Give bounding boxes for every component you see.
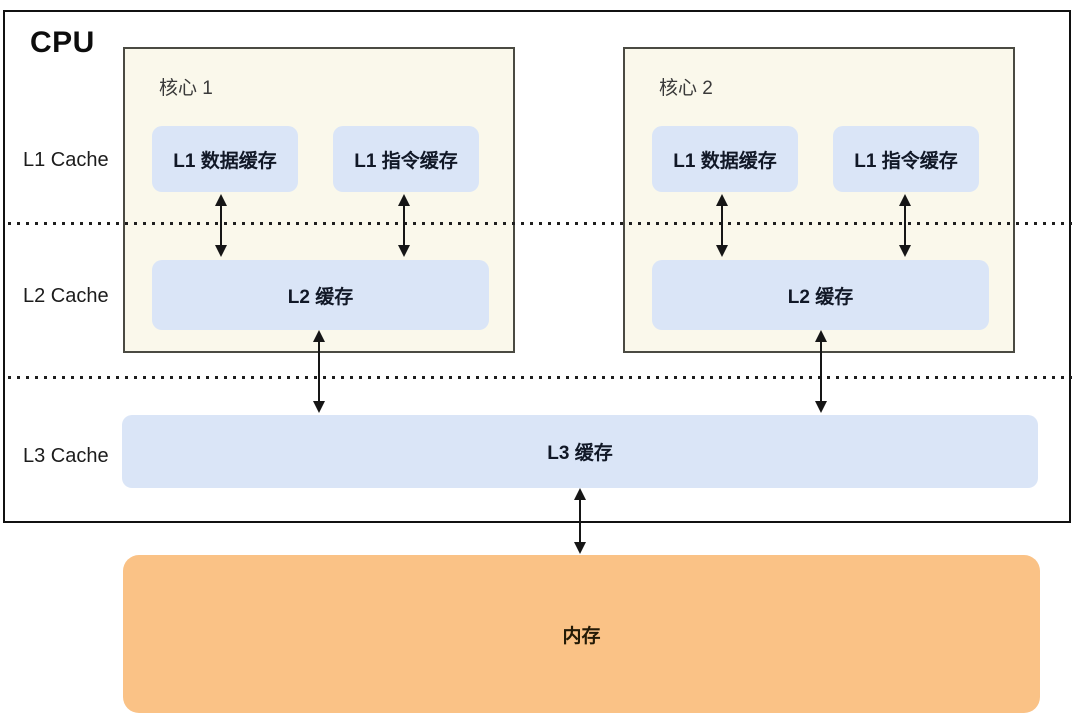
memory-label: 内存 (562, 625, 601, 647)
l3-cache-box: L3 缓存 (122, 415, 1038, 488)
core-2-box: 核心 2 L1 数据缓存 L1 指令缓存 L2 缓存 (623, 47, 1015, 353)
arrowhead-down-icon (574, 542, 586, 554)
core-1-l1-data-cache-box: L1 数据缓存 (152, 126, 298, 192)
arrow-shaft (820, 339, 822, 404)
core-1-l1-instruction-cache-box: L1 指令缓存 (333, 126, 479, 192)
core-2-l2-cache-box: L2 缓存 (652, 260, 989, 330)
arrowhead-up-icon (815, 330, 827, 342)
arrow-l3-memory (574, 488, 586, 554)
core-2-l1-data-cache-label: L1 数据缓存 (673, 150, 777, 172)
arrowhead-up-icon (899, 194, 911, 206)
row-label-l2-cache: L2 Cache (23, 285, 109, 307)
l2-l3-boundary-dotted-line (8, 376, 1072, 379)
core-1-l1-data-cache-label: L1 数据缓存 (173, 150, 277, 172)
core-1-label: 核心 1 (159, 78, 213, 99)
row-label-l3-cache: L3 Cache (23, 445, 109, 467)
arrow-shaft (220, 203, 222, 248)
arrow-core1-l1inst-l2 (398, 194, 410, 257)
arrowhead-up-icon (398, 194, 410, 206)
core-2-l1-instruction-cache-box: L1 指令缓存 (833, 126, 979, 192)
arrow-shaft (318, 339, 320, 404)
arrow-core2-l2-l3 (815, 330, 827, 413)
core-2-l2-cache-label: L2 缓存 (787, 286, 854, 308)
core-2-l1-data-cache-box: L1 数据缓存 (652, 126, 798, 192)
arrow-shaft (403, 203, 405, 248)
arrow-core1-l2-l3 (313, 330, 325, 413)
core-1-l2-cache-label: L2 缓存 (287, 286, 354, 308)
arrowhead-down-icon (815, 401, 827, 413)
arrow-shaft (904, 203, 906, 248)
arrowhead-down-icon (313, 401, 325, 413)
l1-l2-boundary-dotted-line (8, 222, 1072, 225)
arrowhead-up-icon (313, 330, 325, 342)
core-2-label: 核心 2 (659, 78, 713, 99)
cpu-title: CPU (30, 26, 95, 59)
arrowhead-up-icon (574, 488, 586, 500)
core-2-l1-instruction-cache-label: L1 指令缓存 (854, 150, 958, 172)
core-1-box: 核心 1 L1 数据缓存 L1 指令缓存 L2 缓存 (123, 47, 515, 353)
core-1-l2-cache-box: L2 缓存 (152, 260, 489, 330)
arrow-shaft (579, 497, 581, 545)
arrowhead-down-icon (716, 245, 728, 257)
arrow-core1-l1data-l2 (215, 194, 227, 257)
l3-cache-label: L3 缓存 (547, 443, 613, 464)
memory-box: 内存 (123, 555, 1040, 713)
arrow-core2-l1data-l2 (716, 194, 728, 257)
arrowhead-down-icon (398, 245, 410, 257)
arrowhead-up-icon (716, 194, 728, 206)
arrow-core2-l1inst-l2 (899, 194, 911, 257)
arrowhead-down-icon (899, 245, 911, 257)
arrowhead-up-icon (215, 194, 227, 206)
row-label-l1-cache: L1 Cache (23, 149, 109, 171)
arrow-shaft (721, 203, 723, 248)
arrowhead-down-icon (215, 245, 227, 257)
core-1-l1-instruction-cache-label: L1 指令缓存 (354, 150, 458, 172)
